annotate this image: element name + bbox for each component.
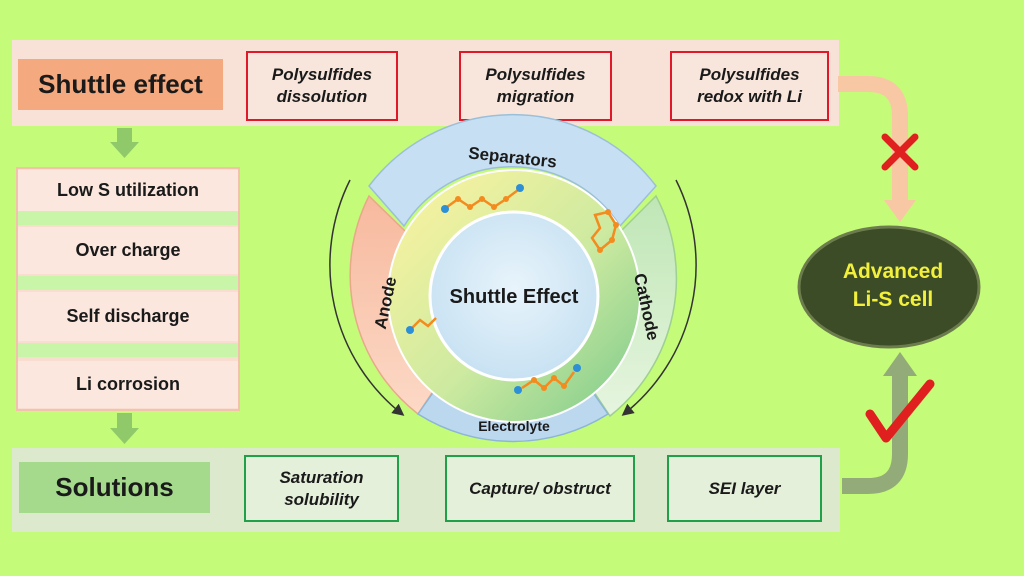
issue-low-s-utilization: Low S utilization xyxy=(18,170,238,211)
core-circle xyxy=(428,210,600,382)
issue-self-discharge: Self discharge xyxy=(18,292,238,341)
curved-arrow-icon xyxy=(329,179,405,416)
lithium-atom-icon xyxy=(516,184,524,192)
connector-arrowhead-icon xyxy=(883,352,917,376)
lithium-atom-icon xyxy=(441,205,449,213)
cross-icon xyxy=(881,133,919,171)
connector-to-result xyxy=(838,76,908,202)
lithium-atom-icon xyxy=(406,326,414,334)
separators-segment xyxy=(368,113,657,228)
electrolyte-label: Electrolyte xyxy=(478,418,550,434)
polysulfide-chain-icon xyxy=(411,317,437,329)
solutions-label: Solutions xyxy=(19,462,210,513)
connector-from-solutions xyxy=(842,372,908,494)
shuttle-effect-label: Shuttle effect xyxy=(18,59,223,110)
solution-sei-box: SEI layer xyxy=(667,455,822,522)
result-line-2: Li-S cell xyxy=(853,288,934,311)
issue-divider xyxy=(18,276,238,290)
down-arrow-icon xyxy=(110,128,139,158)
core-label: Shuttle Effect xyxy=(450,286,579,308)
problem-redox-box: Polysulfides redox with Li xyxy=(670,51,829,121)
polysulfide-atoms-icon xyxy=(455,196,509,210)
lithium-atom-icon xyxy=(514,386,522,394)
issue-divider xyxy=(18,211,238,225)
connector-arrowhead-icon xyxy=(884,200,916,222)
result-line-1: Advanced xyxy=(843,260,943,283)
result-ellipse xyxy=(797,225,981,349)
check-icon xyxy=(865,379,935,443)
lithium-atom-icon xyxy=(573,364,581,372)
issue-over-charge: Over charge xyxy=(18,227,238,274)
down-arrow-icon xyxy=(110,413,139,444)
issue-divider xyxy=(18,343,238,357)
curved-arrow-icon xyxy=(621,179,697,416)
solution-capture-box: Capture/ obstruct xyxy=(445,455,635,522)
solution-saturation-box: Saturation solubility xyxy=(244,455,399,522)
problem-dissolution-box: Polysulfides dissolution xyxy=(246,51,398,121)
issue-li-corrosion: Li corrosion xyxy=(18,361,238,408)
ring-diagram: Separators Anode Cathode Electrolyte Shu… xyxy=(329,113,697,443)
problem-migration-box: Polysulfides migration xyxy=(459,51,612,121)
